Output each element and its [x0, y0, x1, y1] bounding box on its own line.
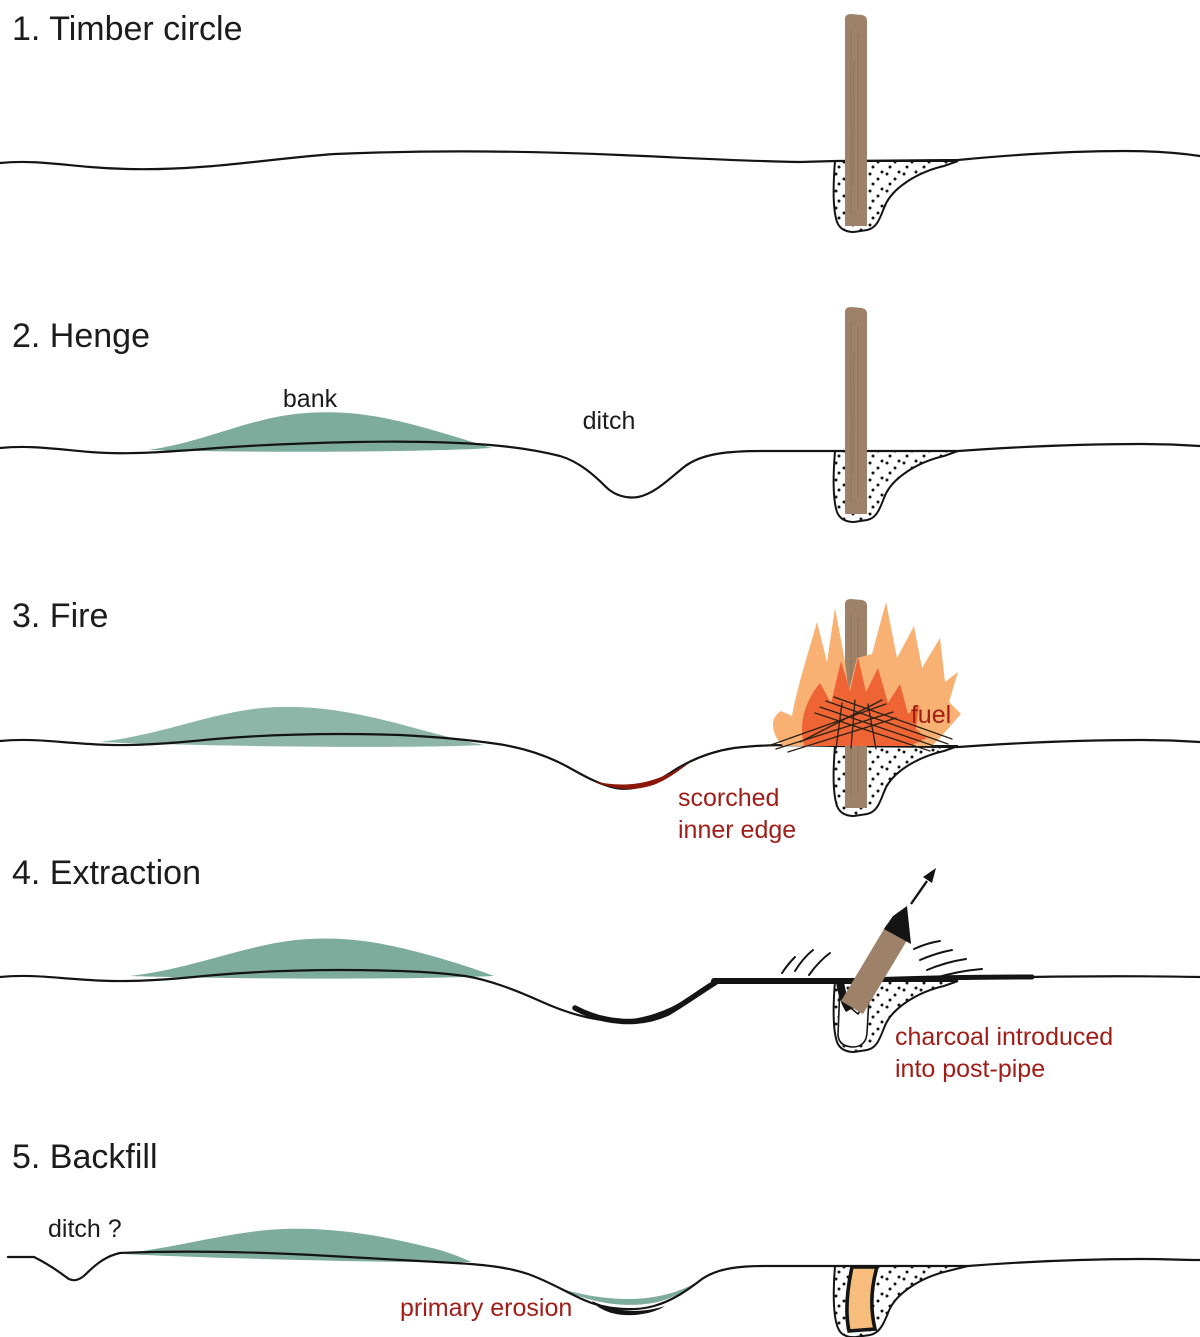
stage-5-title: 5. Backfill: [12, 1138, 158, 1176]
ground-line-5: [6, 1250, 1200, 1311]
post-pipe-cavity: [837, 984, 870, 1048]
charcoal-surface-layer-right: [865, 974, 1035, 983]
charcoal-label-line1: charcoal introduced: [895, 1023, 1113, 1051]
bank-mound-5: [122, 1228, 472, 1263]
charred-post-tip: [884, 906, 911, 944]
bank-mound-2: [148, 412, 492, 452]
timber-post-grain-2: [850, 322, 859, 502]
ditch-label: ditch: [583, 407, 636, 435]
flame-inner: [801, 657, 927, 746]
stage-2-title: 2. Henge: [12, 317, 150, 355]
stage-4-extraction: 4. Extraction charcoal introduced into p…: [0, 854, 1200, 1083]
scorched-label-line1: scorched: [678, 784, 779, 812]
erosion-teal-lens: [560, 1280, 700, 1305]
charcoal-label-line2: into post-pipe: [895, 1055, 1045, 1083]
scorched-edge-shape: [594, 761, 692, 790]
stage-4-title: 4. Extraction: [12, 854, 201, 892]
primary-erosion-label: primary erosion: [400, 1294, 572, 1322]
erosion-charcoal-lens: [592, 1301, 665, 1316]
ground-line-3: [0, 732, 1200, 790]
timber-post-grain-1: [850, 30, 859, 214]
stage-2-henge: 2. Henge bank ditch: [0, 307, 1200, 524]
timber-post-1: [845, 14, 867, 226]
bank-mound-3: [100, 706, 484, 747]
ground-line-4-right: [1028, 975, 1200, 979]
stage-1-timber-circle: 1. Timber circle: [0, 10, 1200, 234]
ground-line-4: [0, 968, 720, 1023]
tilted-post: [841, 924, 909, 1014]
ditch-question-label: ditch ?: [48, 1215, 122, 1243]
fuel-label: fuel: [911, 701, 951, 729]
stage-5-backfill: 5. Backfill ditch ? primary erosion: [6, 1138, 1200, 1337]
scorched-label-line2: inner edge: [678, 816, 796, 844]
bank-mound-4: [130, 938, 494, 979]
bank-label: bank: [283, 385, 338, 413]
extraction-arrow: [910, 868, 936, 905]
post-pipe-fill: [845, 1265, 880, 1333]
stage-1-title: 1. Timber circle: [12, 10, 243, 48]
stage-3-title: 3. Fire: [12, 597, 108, 635]
ground-line-2: [0, 440, 1200, 499]
fuel-sticks: [767, 696, 953, 753]
disturbance-dashes: [781, 940, 983, 979]
timber-post-2: [845, 307, 867, 514]
charcoal-ditch-lens: [572, 979, 719, 1025]
ground-line-1: [0, 149, 1200, 171]
stage-3-fire: 3. Fire fuel scorched inner edge: [0, 597, 1200, 844]
